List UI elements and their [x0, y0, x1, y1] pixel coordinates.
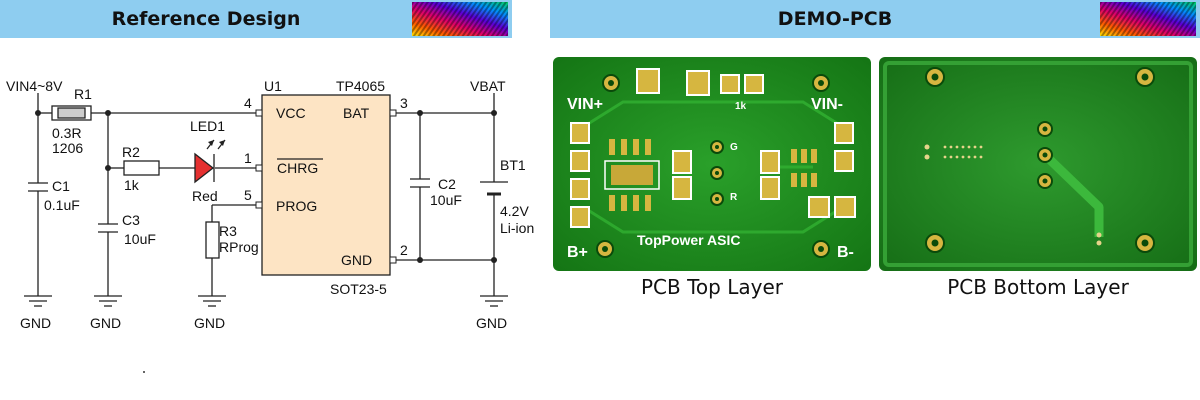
- r1-value: 0.3R: [52, 125, 82, 141]
- c2-value: 10uF: [430, 192, 462, 208]
- demo-pcb-title: DEMO-PCB: [777, 8, 893, 30]
- silk-g: G: [730, 142, 738, 153]
- c1-ref: C1: [52, 178, 70, 194]
- pin-prog-num: 5: [244, 187, 252, 203]
- gnd-label: GND: [194, 315, 225, 331]
- silk-r: R: [730, 192, 738, 203]
- u1-part: TP4065: [336, 78, 385, 94]
- pin-gnd-num: 2: [400, 242, 408, 258]
- c3-value: 10uF: [124, 231, 156, 247]
- demo-pcb-header: DEMO-PCB: [550, 0, 1200, 38]
- r2-ref: R2: [122, 144, 140, 160]
- silk-b-plus: B+: [567, 244, 588, 261]
- led1-value: Red: [192, 188, 218, 204]
- rainbow-swatch-icon: [1100, 2, 1196, 36]
- bt1-type: Li-ion: [500, 220, 534, 236]
- gnd-label: GND: [90, 315, 121, 331]
- rainbow-swatch-icon: [412, 2, 508, 36]
- pin-chrg-num: 1: [244, 150, 252, 166]
- ic-u1-body: [261, 94, 391, 276]
- r2-value: 1k: [124, 177, 140, 193]
- pin-vcc-name: VCC: [276, 105, 306, 121]
- stray-dot: [143, 371, 145, 373]
- gnd-label: GND: [476, 315, 507, 331]
- silk-b-minus: B-: [837, 244, 854, 261]
- pcb-top-caption: PCB Top Layer: [641, 275, 783, 299]
- c1-value: 0.1uF: [44, 197, 80, 213]
- vin-label: VIN4~8V: [6, 78, 63, 94]
- u1-ref: U1: [264, 78, 282, 94]
- r1-package: 1206: [52, 140, 83, 156]
- reference-design-header: Reference Design: [0, 0, 512, 38]
- r1-ref: R1: [74, 86, 92, 102]
- r3-ref: R3: [219, 223, 237, 239]
- c2-ref: C2: [438, 176, 456, 192]
- r3-value: RProg: [219, 239, 259, 255]
- silk-vin-minus: VIN-: [811, 96, 843, 113]
- pin-bat-name: BAT: [343, 105, 370, 121]
- vbat-label: VBAT: [470, 78, 506, 94]
- u1-package: SOT23-5: [330, 281, 387, 297]
- pcb-bottom-caption: PCB Bottom Layer: [947, 275, 1129, 299]
- bt1-ref: BT1: [500, 157, 526, 173]
- silk-1k: 1k: [735, 101, 747, 112]
- pin-gnd-name: GND: [341, 252, 372, 268]
- pin-vcc-num: 4: [244, 95, 252, 111]
- reference-design-title: Reference Design: [111, 8, 301, 30]
- pin-prog-name: PROG: [276, 198, 317, 214]
- pin-bat-num: 3: [400, 95, 408, 111]
- pcb-top-layer-image: VIN+ VIN- B+ B- TopPower ASIC 1k G R: [553, 57, 871, 271]
- silk-brand: TopPower ASIC: [637, 232, 740, 248]
- gnd-label: GND: [20, 315, 51, 331]
- led1-ref: LED1: [190, 118, 225, 134]
- silk-vin-plus: VIN+: [567, 96, 603, 113]
- c3-ref: C3: [122, 212, 140, 228]
- pin-chrg-name: CHRG: [277, 160, 318, 176]
- bt1-voltage: 4.2V: [500, 203, 529, 219]
- pcb-bottom-layer-image: [879, 57, 1197, 271]
- schematic-diagram: VIN4~8V R1 0.3R 1206 C1 0.1uF C3 10uF R2…: [6, 78, 534, 331]
